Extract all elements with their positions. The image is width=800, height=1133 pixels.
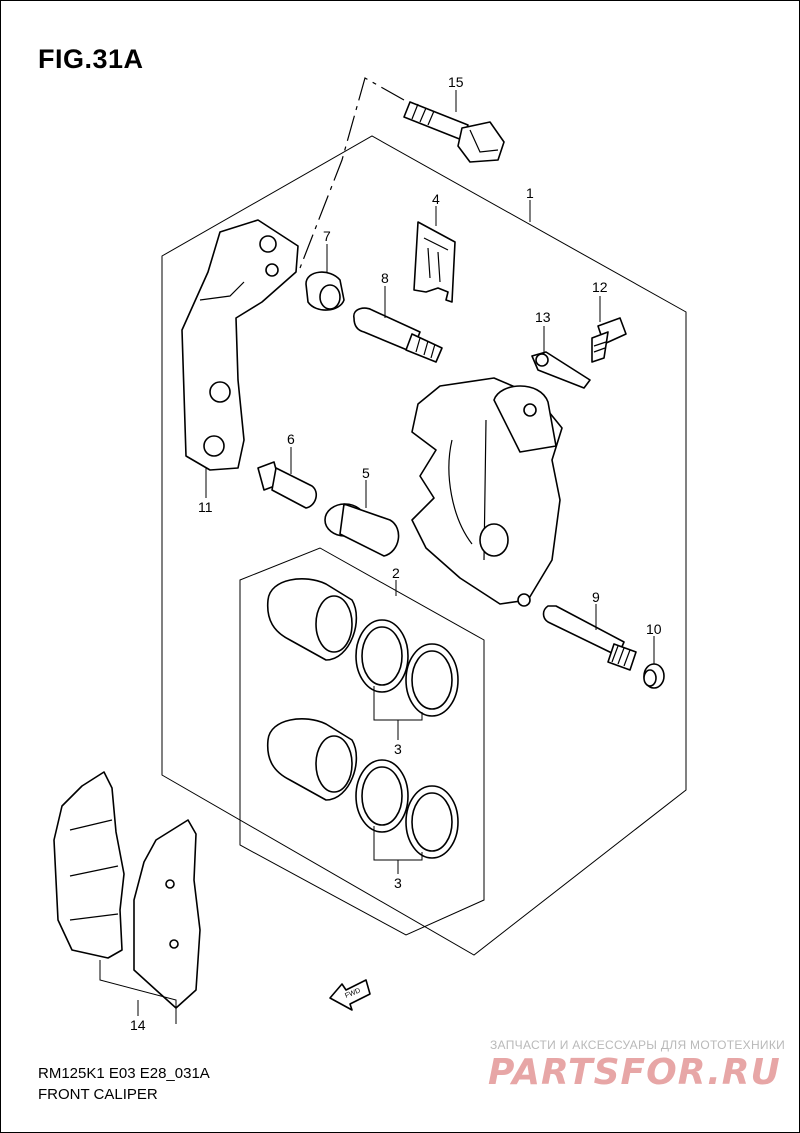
watermark-subtitle: ЗАПЧАСТИ И АКСЕССУАРЫ ДЛЯ МОТОТЕХНИКИ: [490, 1038, 786, 1052]
caliper-bracket-part-11: [181, 219, 299, 471]
callout-9: 9: [592, 589, 600, 605]
sleeve-part-5: [324, 503, 400, 557]
seal-ring-lower-b: [405, 785, 459, 859]
assembly-outline: [161, 135, 687, 956]
boot-part-7: [305, 271, 345, 311]
seal-ring-upper-a: [355, 619, 409, 693]
screw-part-6: [257, 461, 318, 509]
callout-8: 8: [381, 270, 389, 286]
pin-part-9: [542, 605, 637, 671]
callout-3-lower: 3: [394, 875, 402, 891]
bleeder-valve-part-12: [591, 317, 627, 363]
cap-part-13: [531, 351, 591, 389]
callout-11: 11: [198, 499, 213, 515]
callout-15: 15: [448, 74, 464, 90]
callout-1: 1: [526, 185, 534, 201]
piston-upper: [266, 578, 358, 661]
brake-pad-left: [53, 771, 125, 959]
pin-part-8: [353, 307, 443, 363]
callout-4: 4: [432, 191, 440, 207]
callout-10: 10: [646, 621, 662, 637]
callout-3-upper: 3: [394, 741, 402, 757]
piston-kit-outline: [239, 547, 485, 936]
callout-13: 13: [535, 309, 551, 325]
plug-part-10: [643, 663, 665, 689]
pad-spring-part-4: [413, 221, 456, 303]
seal-ring-lower-a: [355, 759, 409, 833]
bolt-part-15: [403, 101, 505, 163]
piston-lower: [266, 718, 358, 801]
brake-pad-right: [133, 819, 201, 1009]
callout-7: 7: [323, 228, 331, 244]
callout-5: 5: [362, 465, 370, 481]
leader-lines: [99, 90, 655, 1024]
callout-12: 12: [592, 279, 608, 295]
bolt-alignment-line: [299, 77, 405, 269]
forward-direction-arrow-icon: FWD: [329, 979, 371, 1011]
figure-title: FIG.31A: [38, 44, 144, 74]
callout-6: 6: [287, 431, 295, 447]
callout-14: 14: [130, 1017, 146, 1033]
section-name: FRONT CALIPER: [38, 1086, 158, 1103]
model-code: RM125K1 E03 E28_031A: [38, 1065, 210, 1082]
callout-2: 2: [392, 565, 400, 581]
watermark-brand[interactable]: PARTSFOR.RU: [488, 1052, 781, 1093]
caliper-body-part-1: [411, 377, 563, 607]
seal-ring-upper-b: [405, 643, 459, 717]
